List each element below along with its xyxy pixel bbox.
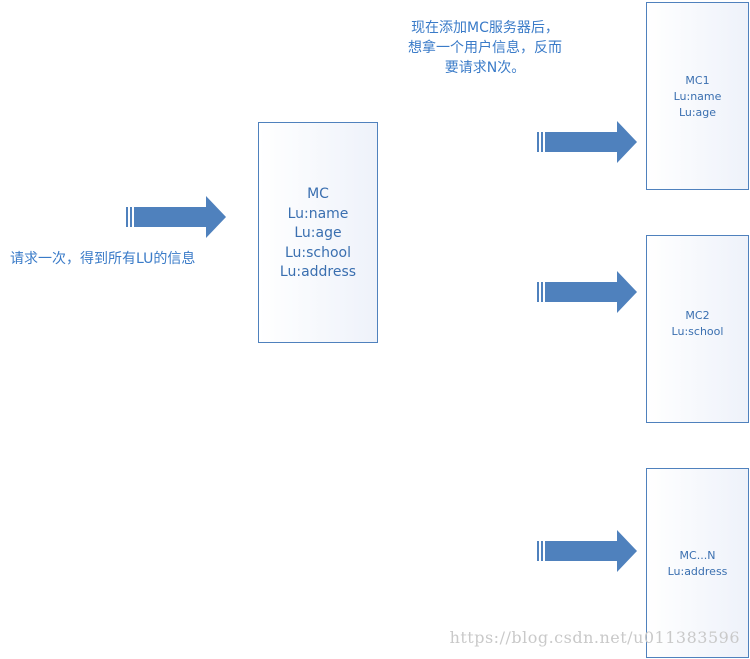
server-mcn-title: MC...N bbox=[679, 549, 716, 562]
main-mc-field-age: Lu:age bbox=[294, 225, 342, 241]
multi-request-note-line-3: 要请求N次。 bbox=[444, 60, 526, 76]
main-mc-field-name: Lu:name bbox=[287, 205, 349, 222]
server-mc2-field-school: Lu:school bbox=[671, 325, 724, 338]
multi-request-note-line-2: 想拿一个用户信息，反而 bbox=[408, 40, 562, 56]
server-box-mcn: MC...N Lu:address bbox=[646, 468, 749, 658]
single-request-note: 请求一次，得到所有LU的信息 bbox=[10, 251, 196, 267]
request-arrow-main bbox=[126, 196, 226, 238]
server-box-mc1: MC1 Lu:name Lu:age bbox=[646, 2, 749, 190]
main-mc-box: MC Lu:name Lu:age Lu:school Lu:address bbox=[258, 122, 378, 343]
multi-request-note: 现在添加MC服务器后， 想拿一个用户信息，反而 要请求N次。 bbox=[380, 18, 590, 78]
server-box-mc2: MC2 Lu:school bbox=[646, 235, 749, 423]
main-mc-field-school: Lu:school bbox=[284, 244, 352, 261]
request-arrow-mc1 bbox=[537, 121, 637, 163]
server-mc2-title: MC2 bbox=[685, 309, 710, 322]
server-mc1-field-name: Lu:name bbox=[673, 90, 722, 103]
request-arrow-mcn bbox=[537, 530, 637, 572]
server-mc1-field-age: Lu:age bbox=[678, 106, 717, 119]
main-mc-field-address: Lu:address bbox=[279, 264, 357, 280]
multi-request-note-line-1: 现在添加MC服务器后， bbox=[411, 20, 559, 36]
watermark: https://blog.csdn.net/u011383596 bbox=[449, 628, 740, 647]
request-arrow-mc2 bbox=[537, 271, 637, 313]
server-mcn-field-address: Lu:address bbox=[667, 565, 728, 578]
main-mc-title: MC bbox=[307, 186, 329, 202]
server-mc1-title: MC1 bbox=[685, 74, 710, 87]
